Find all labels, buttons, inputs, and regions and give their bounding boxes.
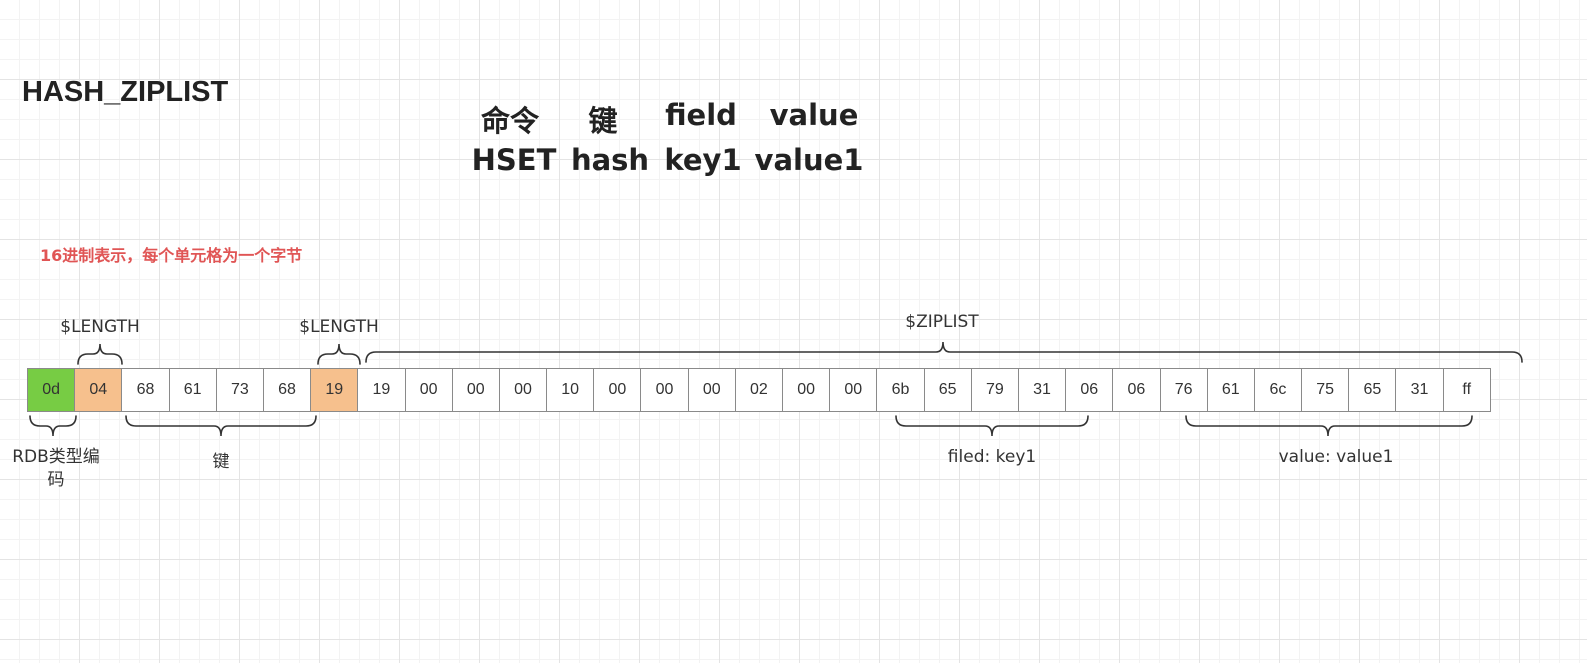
byte-cell: 00: [687, 368, 736, 412]
byte-cell: 04: [74, 368, 123, 412]
byte-cell: 19: [357, 368, 406, 412]
header-field: field: [665, 98, 737, 132]
length-brace-1: [77, 343, 123, 365]
byte-cell: 19: [310, 368, 359, 412]
value-value: value1: [754, 143, 864, 177]
length-brace-2: [317, 343, 361, 365]
byte-cell: ff: [1442, 368, 1491, 412]
header-value: value: [769, 98, 859, 132]
byte-cell: 0d: [27, 368, 76, 412]
byte-cell: 00: [451, 368, 500, 412]
byte-cell: 10: [546, 368, 595, 412]
value-brace: [1185, 415, 1473, 437]
byte-cell: 76: [1159, 368, 1208, 412]
length-label-1: $LENGTH: [60, 317, 140, 337]
byte-cell: 00: [782, 368, 831, 412]
value-label: value: value1: [1278, 447, 1394, 467]
key-label: 键: [212, 452, 230, 472]
length-label-2: $LENGTH: [299, 317, 379, 337]
byte-cell: 00: [404, 368, 453, 412]
key-brace: [125, 415, 317, 437]
byte-cell: 79: [970, 368, 1019, 412]
byte-cell: 06: [1065, 368, 1114, 412]
byte-cell: 61: [168, 368, 217, 412]
byte-cell: 68: [262, 368, 312, 412]
byte-cell: 61: [1206, 368, 1255, 412]
byte-cell: 65: [1348, 368, 1397, 412]
byte-cell: 68: [121, 368, 170, 412]
byte-cell: 00: [498, 368, 548, 412]
byte-cell: 6b: [876, 368, 925, 412]
value-command: HSET: [471, 143, 557, 177]
byte-cell: 31: [1395, 368, 1444, 412]
field-brace: [895, 415, 1089, 437]
ziplist-label: $ZIPLIST: [905, 312, 979, 332]
byte-cell: 6c: [1253, 368, 1303, 412]
diagram-title: HASH_ZIPLIST: [22, 76, 229, 108]
rdb-type-label: RDB类型编码: [12, 447, 100, 490]
byte-cell: 00: [829, 368, 878, 412]
hex-note: 16进制表示，每个单元格为一个字节: [40, 246, 303, 265]
value-key: hash: [570, 143, 650, 177]
command-header-row: 命令 键 field value: [470, 98, 870, 138]
header-key: 键: [588, 104, 618, 138]
value-field: key1: [664, 143, 742, 177]
byte-cell: 06: [1112, 368, 1161, 412]
byte-cell: 00: [640, 368, 689, 412]
byte-cell: 75: [1301, 368, 1350, 412]
ziplist-brace: [365, 341, 1523, 363]
field-label: filed: key1: [947, 447, 1037, 467]
byte-cell: 00: [593, 368, 642, 412]
rdb-brace: [29, 415, 77, 437]
byte-cell: 02: [734, 368, 783, 412]
command-values-row: HSET hash key1 value1: [470, 143, 870, 183]
byte-cell: 73: [215, 368, 264, 412]
byte-cell: 65: [923, 368, 972, 412]
byte-cell: 31: [1017, 368, 1067, 412]
header-command: 命令: [480, 104, 540, 138]
